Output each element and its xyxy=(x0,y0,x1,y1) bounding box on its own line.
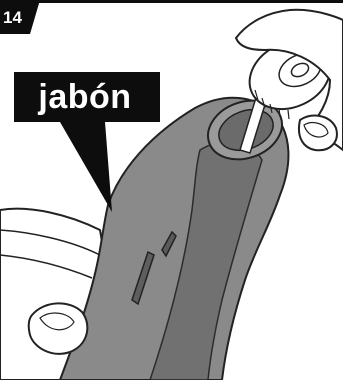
lower-thumb xyxy=(29,303,88,353)
step-number: 14 xyxy=(3,8,31,28)
upper-thumb xyxy=(299,116,337,151)
top-border-line xyxy=(0,0,343,3)
callout-label: jabón xyxy=(15,73,155,121)
